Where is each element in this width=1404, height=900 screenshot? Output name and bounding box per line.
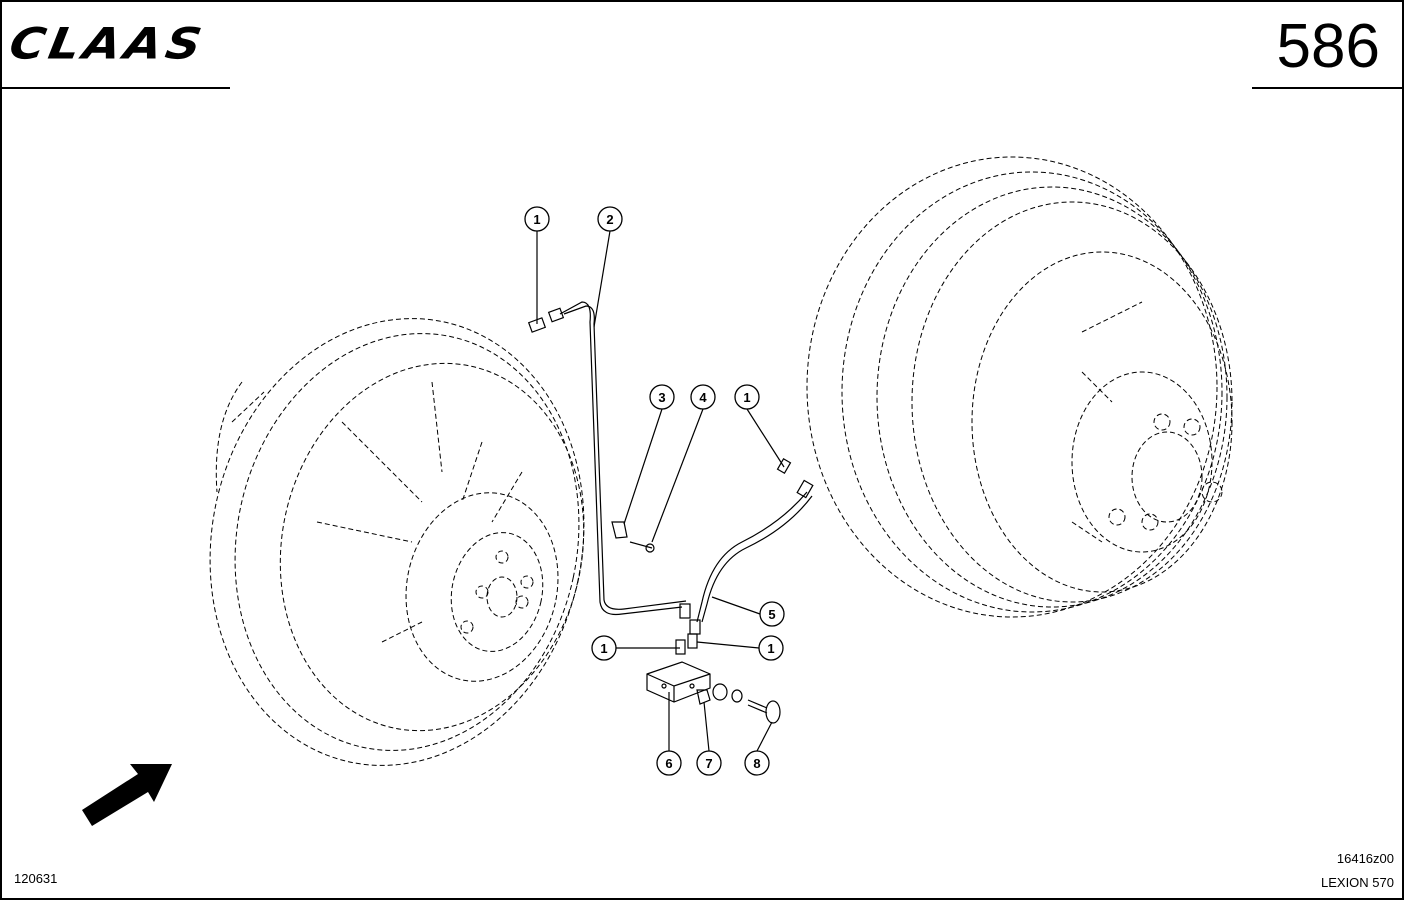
callout-label: 8: [753, 756, 760, 771]
direction-arrow-icon: [82, 764, 172, 826]
callout-label: 6: [665, 756, 672, 771]
callout-label: 3: [658, 390, 665, 405]
callout-5: 5: [759, 601, 785, 627]
callout-3: 3: [649, 384, 675, 410]
callout-7: 7: [696, 750, 722, 776]
drawing-number: 120631: [14, 871, 58, 886]
callout-1-top: 1: [524, 206, 550, 232]
model-name: LEXION 570: [1321, 875, 1394, 890]
leader-lines: [536, 230, 785, 752]
callout-1-lower-left: 1: [591, 635, 617, 661]
page-number-underline: [1252, 87, 1402, 89]
callout-label: 4: [699, 390, 707, 405]
page-number: 586: [1276, 12, 1380, 81]
distributor-block: [646, 661, 781, 724]
figure-code: 16416z00: [1336, 851, 1394, 866]
callout-4: 4: [690, 384, 716, 410]
callout-label: 1: [767, 641, 774, 656]
callout-label: 2: [606, 212, 613, 227]
callout-1-right: 1: [734, 384, 760, 410]
logo-underline: [2, 87, 230, 89]
callout-1-lower-right: 1: [758, 635, 784, 661]
left-wheel: [209, 318, 585, 766]
brake-lines: [527, 301, 814, 655]
callout-label: 1: [533, 212, 540, 227]
callout-label: 1: [600, 641, 607, 656]
callout-8: 8: [744, 750, 770, 776]
callout-label: 5: [768, 607, 775, 622]
callout-label: 1: [743, 390, 750, 405]
callout-2: 2: [597, 206, 623, 232]
right-wheel: [806, 156, 1233, 618]
callout-6: 6: [656, 750, 682, 776]
callout-label: 7: [705, 756, 712, 771]
